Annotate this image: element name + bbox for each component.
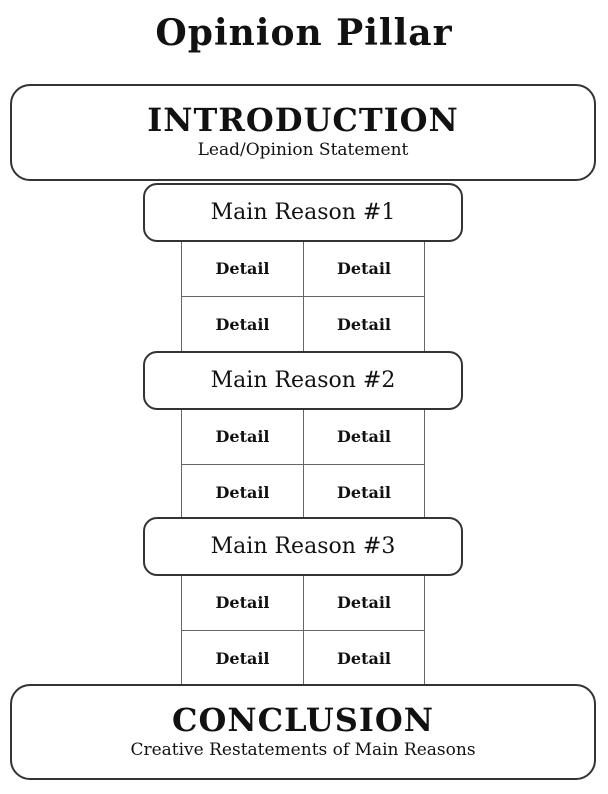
detail-grid-3: Detail Detail Detail Detail bbox=[181, 575, 425, 685]
detail-cell: Detail bbox=[303, 575, 425, 630]
detail-cell: Detail bbox=[303, 630, 425, 685]
detail-cell: Detail bbox=[181, 464, 303, 519]
detail-cell: Detail bbox=[303, 464, 425, 519]
introduction-subtitle: Lead/Opinion Statement bbox=[197, 140, 409, 160]
conclusion-subtitle: Creative Restatements of Main Reasons bbox=[130, 740, 476, 760]
detail-grid-2: Detail Detail Detail Detail bbox=[181, 409, 425, 519]
detail-cell: Detail bbox=[181, 241, 303, 296]
introduction-heading: INTRODUCTION bbox=[147, 101, 459, 139]
main-reason-1-box: Main Reason #1 bbox=[143, 183, 463, 242]
detail-cell: Detail bbox=[181, 575, 303, 630]
introduction-box: INTRODUCTION Lead/Opinion Statement bbox=[10, 84, 596, 181]
main-reason-3-box: Main Reason #3 bbox=[143, 517, 463, 576]
detail-cell: Detail bbox=[303, 409, 425, 464]
main-reason-2-box: Main Reason #2 bbox=[143, 351, 463, 410]
conclusion-box: CONCLUSION Creative Restatements of Main… bbox=[10, 684, 596, 780]
detail-cell: Detail bbox=[181, 296, 303, 351]
diagram-title: Opinion Pillar bbox=[155, 12, 453, 54]
detail-cell: Detail bbox=[181, 409, 303, 464]
detail-grid-1: Detail Detail Detail Detail bbox=[181, 241, 425, 351]
detail-cell: Detail bbox=[181, 630, 303, 685]
conclusion-heading: CONCLUSION bbox=[172, 701, 434, 739]
detail-cell: Detail bbox=[303, 241, 425, 296]
detail-cell: Detail bbox=[303, 296, 425, 351]
